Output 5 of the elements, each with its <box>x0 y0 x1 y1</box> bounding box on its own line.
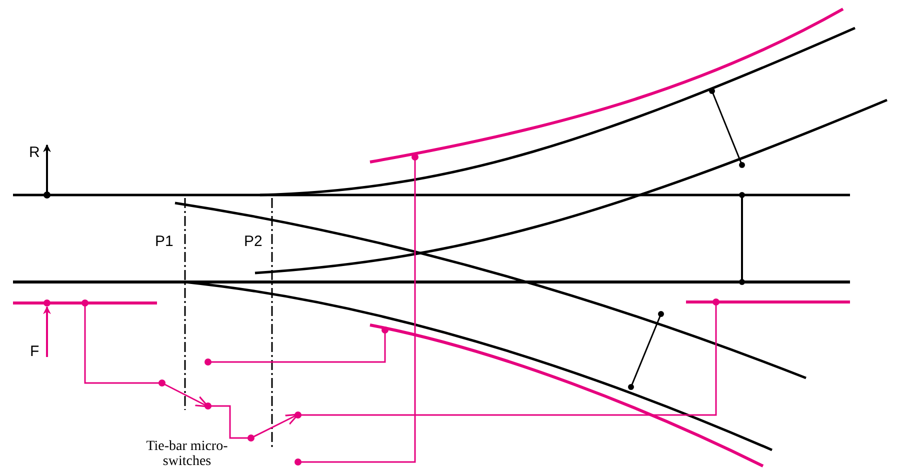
direction-label: R <box>29 145 40 160</box>
component-label: Tie-bar micro-switches <box>145 439 229 470</box>
point-label: P2 <box>244 234 262 249</box>
direction-label: F <box>30 344 40 359</box>
point-label: P1 <box>155 234 174 249</box>
